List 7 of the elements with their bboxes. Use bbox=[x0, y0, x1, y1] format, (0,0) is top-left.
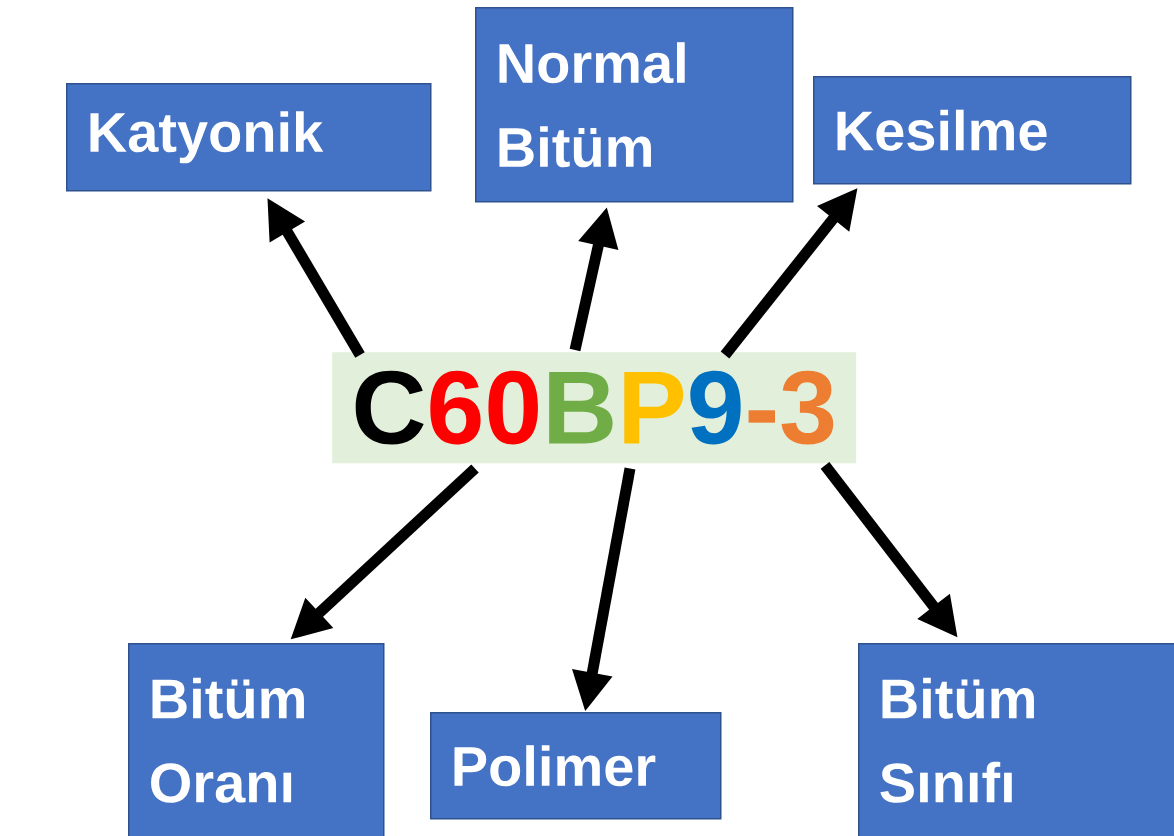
code-label: C60BP9-3 bbox=[332, 352, 857, 464]
category-box: Bitüm Sınıfı bbox=[858, 643, 1174, 836]
category-box: Bitüm Oranı bbox=[128, 643, 385, 836]
category-box: Polimer bbox=[430, 712, 722, 820]
category-box: Katyonik bbox=[66, 83, 432, 192]
category-box: Normal Bitüm bbox=[475, 7, 794, 203]
category-box: Kesilme bbox=[813, 76, 1132, 185]
